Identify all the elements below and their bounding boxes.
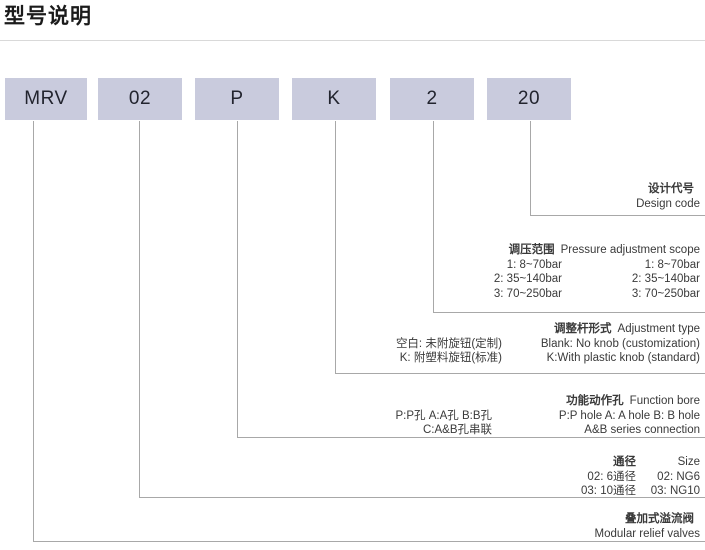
- pressure-scope-label-en: Pressure adjustment scope: [560, 244, 700, 256]
- code-box-design-code: 20: [487, 78, 571, 120]
- product-label-en: Modular relief valves: [594, 527, 700, 540]
- annotation-function-bore: 功能动作孔 Function bore P:P孔 A:A孔 B:B孔 P:P h…: [324, 394, 701, 438]
- function-bore-label-en: Function bore: [629, 395, 700, 407]
- code-box-function-bore: P: [195, 78, 279, 120]
- function-bore-row-cn: C:A&B孔串联: [422, 424, 492, 436]
- function-bore-row-cn: P:P孔 A:A孔 B:B孔: [395, 409, 493, 422]
- adjustment-type-label-cn: 调整杆形式: [554, 323, 612, 335]
- design-code-label-en: Design code: [636, 197, 700, 210]
- annotation-product: 叠加式溢流阀 Modular relief valves: [595, 512, 700, 541]
- page-title: 型号说明: [4, 5, 92, 28]
- code-box-adjustment-type: K: [292, 78, 376, 120]
- pressure-scope-row-cn: 2: 35~140bar: [493, 273, 562, 285]
- function-bore-row-en: A&B series connection: [584, 424, 700, 436]
- adjustment-type-row-cn: 空白: 未附旋钮(定制): [395, 337, 502, 350]
- size-row-en: 03: NG10: [650, 485, 700, 497]
- product-label-cn: 叠加式溢流阀: [625, 513, 694, 525]
- adjustment-type-row-en: K:With plastic knob (standard): [546, 352, 700, 364]
- size-label-cn: 通径: [613, 456, 636, 468]
- code-box-pressure-scope: 2: [390, 78, 474, 120]
- size-row-cn: 02: 6通径: [587, 470, 636, 483]
- pressure-scope-row-en: 1: 8~70bar: [644, 258, 700, 271]
- code-box-size: 02: [98, 78, 182, 120]
- annotation-adjustment-type: 调整杆形式 Adjustment type 空白: 未附旋钮(定制) Blank…: [352, 322, 700, 366]
- adjustment-type-row-cn: K: 附塑料旋钮(标准): [399, 352, 502, 364]
- size-row-en: 02: NG6: [657, 470, 700, 483]
- code-box-series: MRV: [5, 78, 87, 120]
- adjustment-type-row-en: Blank: No knob (customization): [540, 337, 700, 350]
- pressure-scope-label-cn: 调压范围: [508, 244, 555, 256]
- annotation-pressure-scope: 调压范围 Pressure adjustment scope 1: 8~70ba…: [444, 243, 700, 301]
- annotation-design-code: 设计代号 Design code: [636, 182, 700, 211]
- pressure-scope-row-en: 2: 35~140bar: [631, 273, 700, 285]
- adjustment-type-label-en: Adjustment type: [617, 323, 700, 335]
- pressure-scope-row-cn: 1: 8~70bar: [506, 258, 562, 271]
- size-row-cn: 03: 10通径: [581, 485, 636, 497]
- design-code-label-cn: 设计代号: [648, 183, 694, 195]
- function-bore-label-cn: 功能动作孔: [566, 395, 624, 407]
- pressure-scope-row-en: 3: 70~250bar: [631, 287, 700, 300]
- function-bore-row-en: P:P hole A: A hole B: B hole: [558, 409, 700, 422]
- annotation-size: 通径 Size 02: 6通径 02: NG6 03: 10通径 03: NG1…: [558, 455, 700, 499]
- pressure-scope-row-cn: 3: 70~250bar: [493, 287, 562, 300]
- size-label-en: Size: [677, 456, 700, 468]
- title-divider: [0, 40, 705, 41]
